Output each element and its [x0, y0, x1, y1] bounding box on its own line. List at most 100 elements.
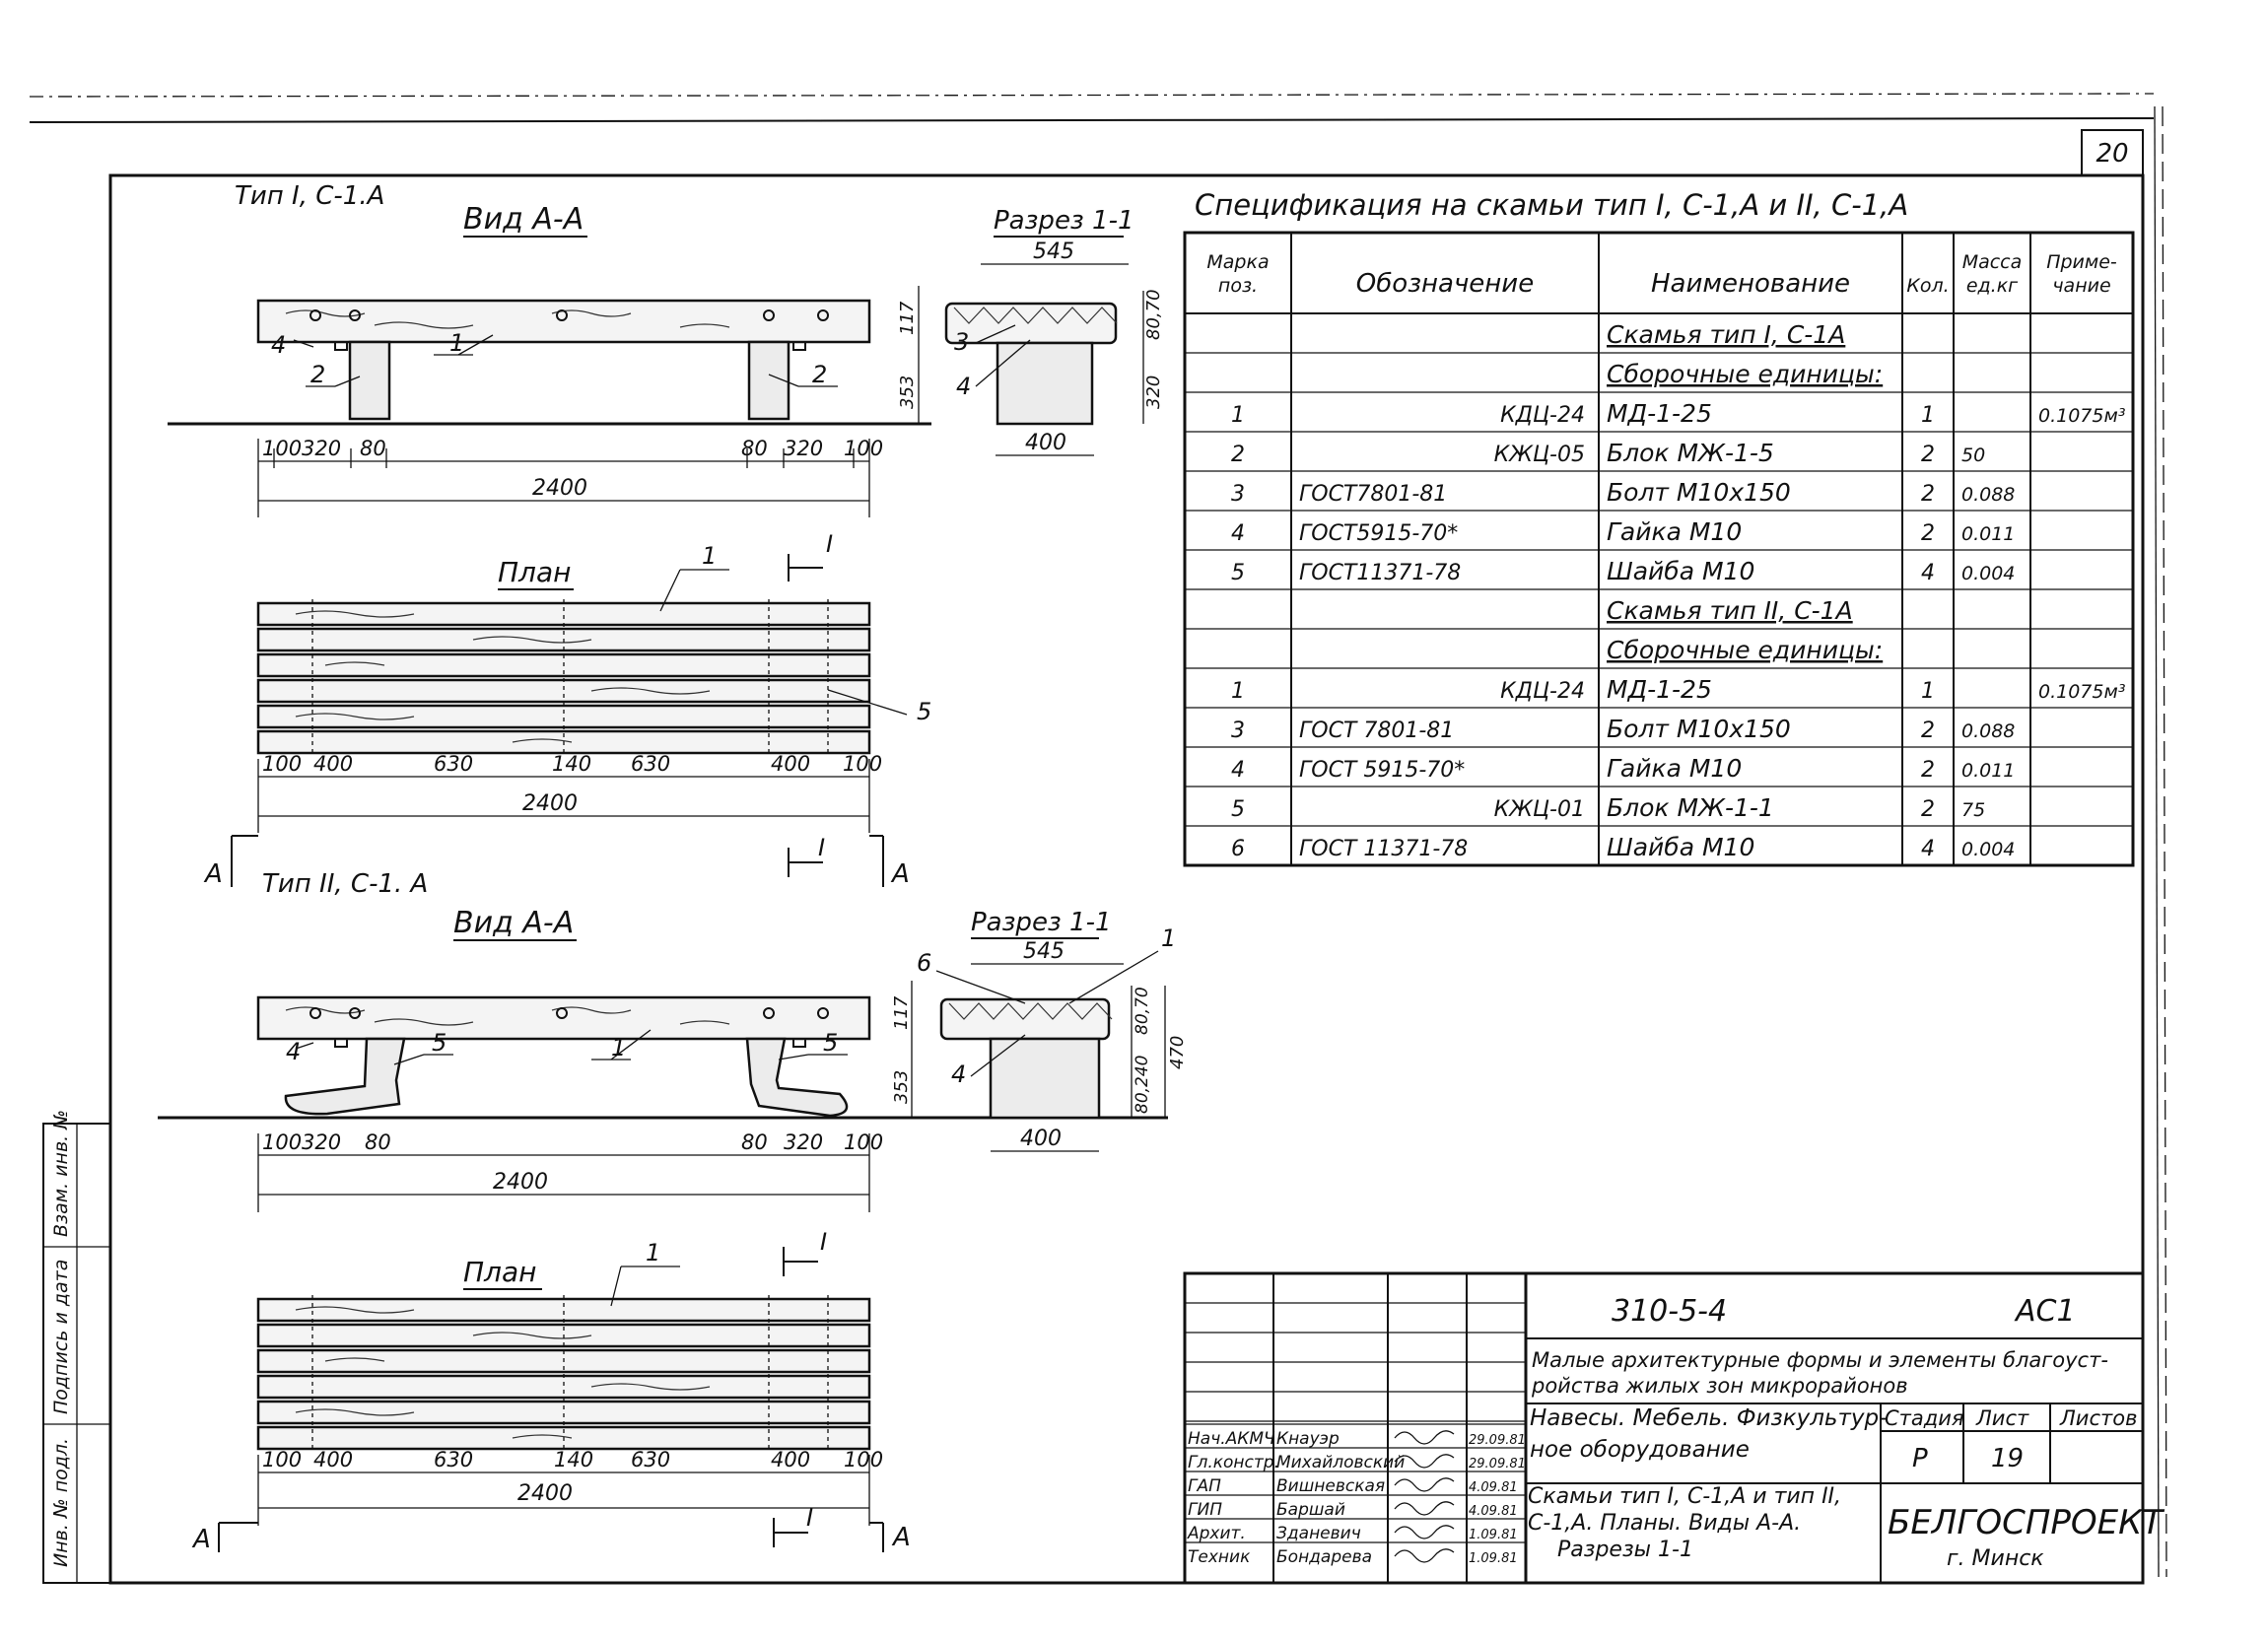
signature-mark [1394, 1525, 1455, 1539]
spec-cell: Болт М10х150 [1607, 715, 1791, 743]
staff-role: ГАП [1188, 1476, 1221, 1496]
staff-date: 29.09.81 [1469, 1457, 1526, 1471]
spec-cell: ГОСТ11371-78 [1299, 561, 1461, 585]
dim-label: 400 [771, 752, 810, 776]
type2-section-title: Разрез 1-1 [971, 908, 1112, 937]
staff-role: Техник [1188, 1547, 1251, 1567]
spec-cell: КДЦ-24 [1500, 403, 1585, 428]
callout-label: 1 [449, 329, 464, 357]
scan-edge-line [2154, 105, 2160, 1578]
stamp-sign-label: Подпись и дата [50, 1260, 72, 1414]
type2-plan-title: План [463, 1256, 536, 1288]
callout-label: 5 [823, 1029, 838, 1057]
section-mark: I [820, 1228, 827, 1256]
staff-date: 1.09.81 [1469, 1528, 1518, 1542]
stamp-replace-label: Взам. инв. № [50, 1110, 72, 1237]
section-mark: I [826, 530, 833, 558]
callout-label: 2 [812, 361, 827, 388]
tb-subtitle: Навесы. Мебель. Физкультур- ное оборудов… [1530, 1405, 1894, 1463]
type1-group: Тип I, С-1.А Вид А-А 4 2 1 2 100 320 80 … [168, 181, 1164, 889]
dim-total: 2400 [493, 1170, 548, 1195]
scan-edge-line [29, 117, 2155, 123]
scan-edge-line [2162, 105, 2167, 1578]
tb-city: г. Минск [1947, 1546, 2044, 1571]
dim-label: 320 [784, 437, 823, 460]
spec-cell: 2 [1921, 718, 1935, 743]
spec-cell: ГОСТ 7801-81 [1299, 718, 1454, 743]
side-stamp: Инв. № подл. Подпись и дата Взам. инв. № [42, 1110, 111, 1584]
spec-cell: Скамья тип I, С-1А [1607, 320, 1845, 349]
dim-label: 400 [1020, 1127, 1062, 1151]
tb-project: Малые архитектурные формы и элементы бла… [1531, 1348, 2115, 1398]
tb-sheet-label: Лист [1975, 1406, 2029, 1430]
tb-sheet-title: Скамьи тип I, С-1,А и тип II, С-1,А. Пла… [1528, 1484, 1848, 1562]
dim-label: 80,240 [1133, 1056, 1152, 1114]
spec-cell: 1 [1921, 679, 1935, 704]
staff-role: Нач.АКМЧ [1188, 1429, 1275, 1449]
staff-name: Зданевич [1276, 1524, 1361, 1543]
type1-title: Тип I, С-1.А [235, 181, 384, 211]
callout-label: 1 [646, 1239, 660, 1266]
type1-view-title: Вид А-А [463, 202, 584, 237]
spec-cell: 4 [1921, 837, 1935, 861]
tb-stage: Р [1912, 1444, 1928, 1473]
spec-header-cell: Кол. [1906, 275, 1949, 297]
staff-role: Архит. [1187, 1524, 1246, 1543]
dim-label: 80,70 [1133, 987, 1152, 1035]
dim-label: 100 [262, 1130, 302, 1154]
spec-cell: 2 [1921, 758, 1935, 783]
spec-cell: 2 [1921, 521, 1935, 546]
dim-label: 100 [843, 752, 882, 776]
dim-label: 320 [784, 1130, 823, 1154]
staff-name: Вишневская [1276, 1476, 1385, 1496]
dim-label: 630 [631, 1448, 670, 1471]
dim-label: 400 [1025, 431, 1066, 455]
callout-label: 1 [1161, 924, 1176, 952]
spec-cell: 50 [1961, 445, 1985, 466]
spec-cell: 1 [1231, 679, 1245, 704]
dim-label: 100 [844, 437, 883, 460]
spec-cell: 4 [1231, 521, 1245, 546]
dim-total: 2400 [522, 791, 578, 816]
spec-cell: Сборочные единицы: [1607, 636, 1883, 664]
signature-mark [1394, 1548, 1455, 1563]
dim-label: 320 [1143, 376, 1164, 409]
sheet-number-box [2081, 129, 2144, 176]
spec-cell: 4 [1231, 758, 1245, 783]
callout-label: 4 [951, 1060, 966, 1088]
staff-name: Баршай [1276, 1500, 1345, 1520]
drawing-frame [108, 173, 2145, 1585]
spec-cell: Блок МЖ-1-1 [1607, 793, 1774, 822]
spec-header-cell: Обозначение [1356, 269, 1534, 299]
tb-org: БЕЛГОСПРОЕКТ [1888, 1503, 2165, 1542]
callout-label: 2 [310, 361, 325, 388]
dim-label: 100 [262, 437, 302, 460]
spec-title: Спецификация на скамьи тип I, С-1,А и II… [1195, 188, 1908, 222]
spec-cell: 2 [1921, 797, 1935, 822]
dim-label: 117 [891, 995, 912, 1030]
spec-cell: 0.004 [1961, 839, 2015, 860]
spec-cell: Гайка М10 [1607, 754, 1742, 783]
spec-cell: 2 [1921, 443, 1935, 467]
spec-cell: 0.1075м³ [2038, 405, 2125, 427]
dim-label: 80 [360, 437, 386, 460]
spec-cell: Шайба М10 [1607, 833, 1754, 861]
view-mark: А [891, 1523, 911, 1552]
staff-date: 1.09.81 [1469, 1551, 1518, 1566]
spec-cell: 0.088 [1961, 484, 2015, 506]
type2-view-title: Вид А-А [453, 906, 574, 940]
section-mark: I [806, 1504, 813, 1532]
signature-mark [1394, 1477, 1455, 1492]
staff-role: ГИП [1188, 1500, 1222, 1520]
spec-cell: 2 [1921, 482, 1935, 507]
dim-label: 545 [1023, 939, 1065, 964]
type2-plan-boards [256, 1295, 871, 1453]
spec-cell: 1 [1921, 403, 1935, 428]
view-mark: А [890, 859, 910, 889]
dim-total: 2400 [517, 1481, 573, 1506]
dim-label: 320 [302, 1130, 341, 1154]
type1-leg-right [747, 340, 790, 421]
type1-section-seat [944, 302, 1118, 345]
callout-label: 1 [611, 1034, 626, 1061]
